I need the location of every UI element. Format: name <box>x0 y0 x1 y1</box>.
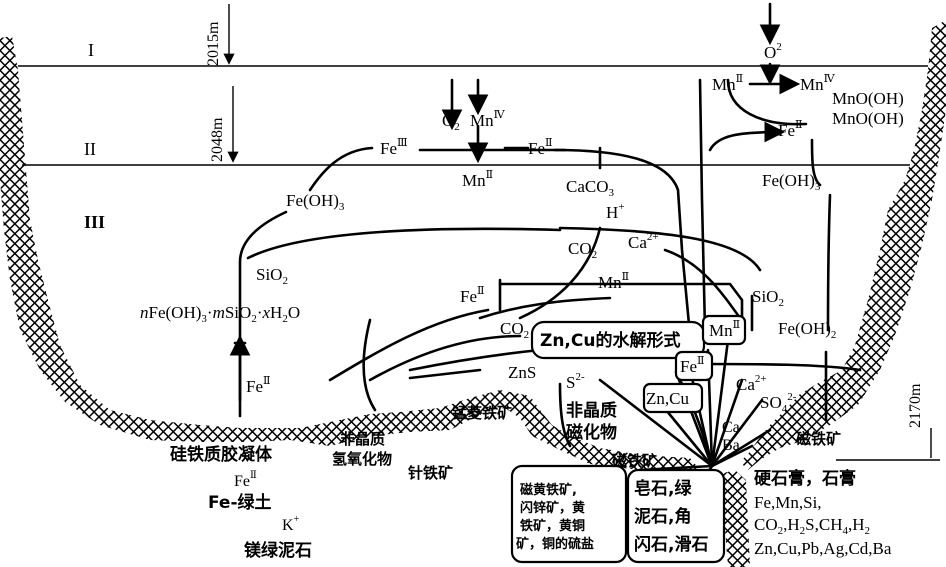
caco3-label: CaCO3 <box>566 177 615 199</box>
fe-small-label: FeⅡ <box>234 470 257 490</box>
zns-label: ZnS <box>508 363 536 382</box>
fe-ii-right-label: FeⅡ <box>778 119 802 140</box>
gel-formula: nFe(OH)3·mSiO2·xH2O <box>140 303 300 325</box>
amorph-hydroxide-label-1: 非晶质 <box>340 430 385 448</box>
sio2-right-label: SiO2 <box>752 287 784 309</box>
amorph-sulfide-label-1: 非晶质 <box>566 400 617 421</box>
feoh3-right-label: Fe(OH)3 <box>762 171 821 193</box>
depth-label-3: 2170m <box>907 383 924 428</box>
co2-b-label: CO2 <box>500 319 529 341</box>
mnooh-label-2: MnO(OH) <box>832 109 904 128</box>
silicates-line-1: 皂石,绿 <box>634 478 692 499</box>
fe-ii-up-curve <box>710 132 780 150</box>
sio2-left-label: SiO2 <box>256 265 288 287</box>
fluid-line-2: CO2,H2S,CH4,H2 <box>754 515 870 537</box>
mnooh-label-1: MnO(OH) <box>832 89 904 108</box>
fe-ii-left-label: FeⅡ <box>246 375 270 396</box>
fe-clay-label: Fe-绿土 <box>208 492 272 513</box>
sulfides-line-2: 闪锌矿，黄 <box>520 500 585 516</box>
feoh2-label: Fe(OH)2 <box>778 319 836 341</box>
ba-small-label: Ba <box>722 437 740 454</box>
mn-ii-top-label: MnⅡ <box>712 73 743 94</box>
mn-ii-mid-label: MnⅡ <box>462 169 493 190</box>
zone-label-1: I <box>88 40 94 60</box>
o2-mid-label: O2 <box>442 111 460 133</box>
co2-a-label: CO2 <box>568 239 597 261</box>
sio2-curve <box>248 229 560 258</box>
mn-iv-mid-label: MnⅣ <box>470 109 506 130</box>
ca2plus-b-label: Ca2+ <box>736 373 767 394</box>
amorph-hydroxide-label-2: 氢氧化物 <box>332 450 392 468</box>
mn-ii-loop <box>728 80 806 124</box>
goethite-label: 针铁矿 <box>408 464 453 482</box>
zone-label-2: II <box>84 139 96 159</box>
fluid-line-1: Fe,Mn,Si, <box>754 493 822 512</box>
mn-ii-down-line <box>700 80 705 330</box>
pyrrhotite-a-label: 磁铁矿 <box>612 452 657 470</box>
depth-label-1: 2015m <box>205 21 222 66</box>
kplus-label: K+ <box>282 514 300 534</box>
fe-iii-to-oh-path <box>310 148 372 190</box>
mn-ii-c-label: MnⅡ <box>598 271 629 292</box>
hydroxide-curve <box>364 320 375 410</box>
sulfides-line-4: 矿，铜的硫盐 <box>516 536 594 552</box>
o2-top-label: O2 <box>764 41 782 62</box>
mn-iv-top-label: MnⅣ <box>800 73 836 94</box>
pyrrhotite-b-label: 磁铁矿 <box>796 430 841 448</box>
zncu-box-label: Zn,Cu <box>646 389 689 408</box>
feoh3-left-label: Fe(OH)3 <box>286 191 345 213</box>
amorph-sulfide-label-2: 磁化物 <box>566 422 617 443</box>
chamosite-label: 镁绿泥石 <box>244 540 312 561</box>
fe-iii-label: FeⅢ <box>380 137 408 158</box>
fe-ii-c-label: FeⅡ <box>460 285 484 306</box>
sulfides-line-1: 磁黄铁矿, <box>520 482 577 498</box>
ca2plus-a-label: Ca2+ <box>628 231 659 252</box>
silicates-line-3: 闪石,滑石 <box>634 534 708 555</box>
anhydrite-label: 硬石膏，石膏 <box>754 468 856 489</box>
zone-label-3: III <box>84 212 105 232</box>
gel-label: 硅铁质胶凝体 <box>170 444 273 465</box>
hplus-label: H+ <box>606 201 625 222</box>
fe-ii-mid-label: FeⅡ <box>528 137 552 158</box>
depth-label-2: 2048m <box>209 117 226 162</box>
rhodochrosite-label: 锰菱铁矿 <box>452 404 512 422</box>
sulfides-line-3: 铁矿，黄铜 <box>519 518 585 534</box>
hydrolysis-label: Zn,Cu的水解形式 <box>540 330 680 351</box>
ray-3 <box>410 370 480 378</box>
silicates-line-2: 泥石,角 <box>634 506 691 527</box>
ca-small-label: Ca <box>722 419 740 436</box>
feoh3-right-drop <box>828 195 830 330</box>
s2-label: S2- <box>566 371 585 392</box>
fluid-line-3: Zn,Cu,Pb,Ag,Cd,Ba <box>754 539 892 558</box>
